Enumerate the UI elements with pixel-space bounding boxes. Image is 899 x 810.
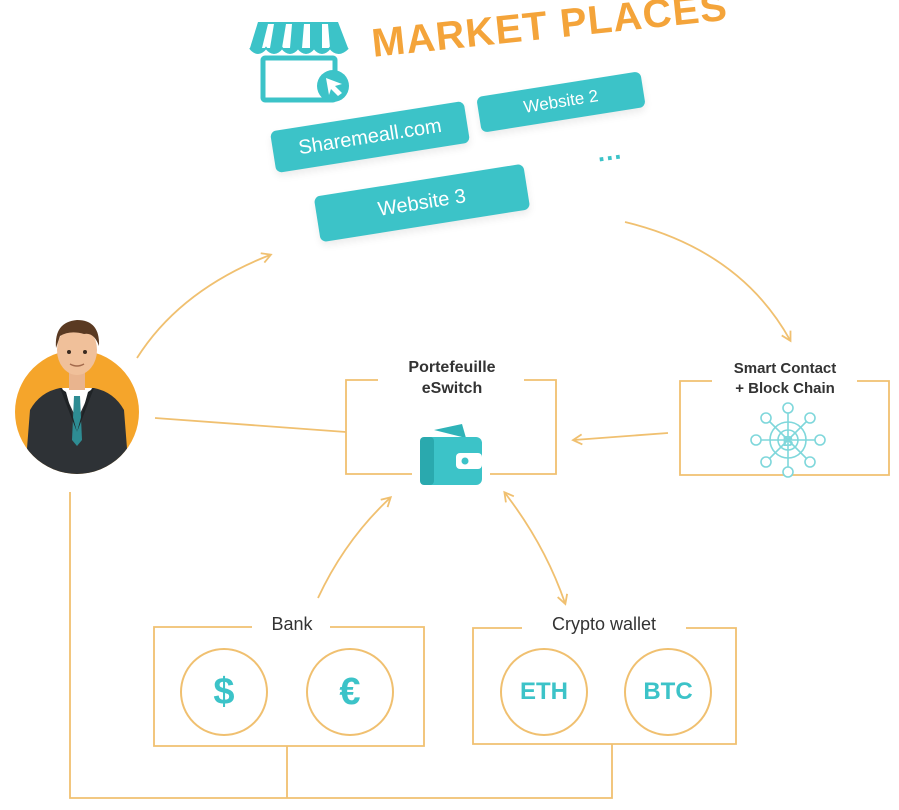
wallet-label-line2: eSwitch: [421, 380, 483, 397]
wallet-label: Portefeuille eSwitch: [388, 357, 516, 399]
arrow-market-to-contract: [624, 221, 792, 343]
euro-coin: €: [306, 648, 394, 736]
smart-contract-label-line2: + Block Chain: [735, 380, 835, 397]
bitcoin-network-icon: B: [750, 402, 826, 478]
smart-contract-label: Smart Contact + Block Chain: [714, 359, 856, 399]
eth-coin: ETH: [500, 648, 588, 736]
wallet-icon: [420, 424, 482, 485]
bottom-connector: [69, 492, 613, 799]
more-websites: ...: [594, 134, 624, 168]
svg-text:B: B: [783, 433, 794, 450]
smart-contract-label-line1: Smart Contact: [733, 360, 837, 377]
wallet-box: [345, 379, 557, 475]
arrow-person-to-market: [136, 252, 273, 359]
arrow-bank-to-wallet: [317, 496, 393, 599]
cursor-arrow-icon: [317, 70, 349, 102]
dollar-coin: $: [180, 648, 268, 736]
arrow-wallet-crypto: [503, 490, 569, 606]
wallet-label-line1: Portefeuille: [408, 359, 496, 376]
bank-label: Bank: [256, 614, 328, 635]
shop-awning-icon: [249, 22, 349, 103]
user-avatar-icon: [15, 320, 139, 474]
bank-box: [153, 626, 425, 747]
crypto-wallet-label: Crypto wallet: [524, 614, 684, 635]
btc-coin: BTC: [624, 648, 712, 736]
crypto-box: [472, 627, 737, 745]
line-person-to-wallet: [154, 417, 347, 433]
arrow-contract-to-wallet: [571, 432, 669, 446]
